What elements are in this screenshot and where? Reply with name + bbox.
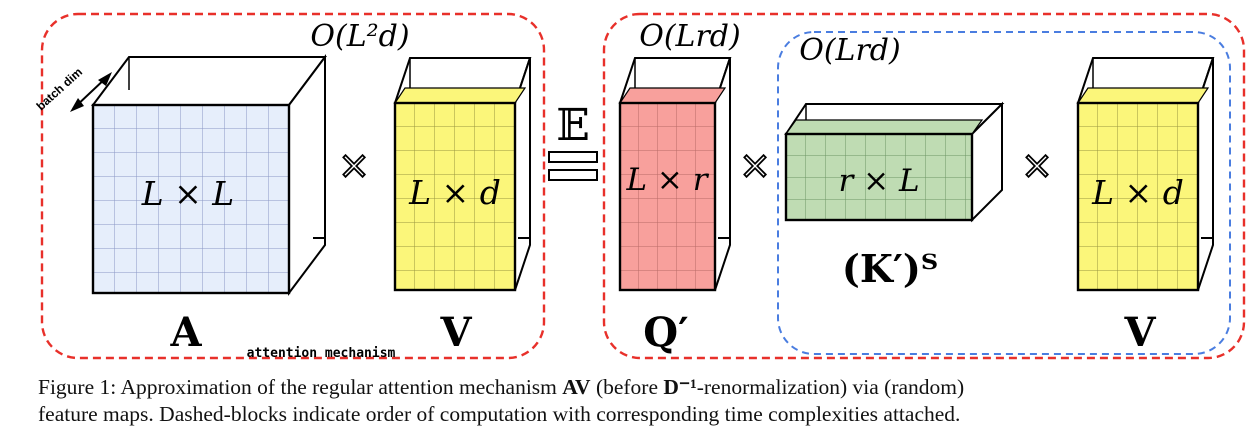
matrix-q-name: Q′ <box>643 309 688 356</box>
matrix-q-dims: L × r <box>625 162 709 198</box>
matrix-v2-name: V <box>1123 309 1156 356</box>
matrix-v-dims: L × d <box>408 173 501 212</box>
times-icon: × <box>338 143 370 187</box>
matrix-v-block <box>393 57 532 292</box>
matrix-v2-block <box>1076 57 1215 292</box>
matrix-q-block <box>618 57 732 292</box>
caption-text-3: -renormalization) via (random) <box>696 375 965 399</box>
caption-prefix: Figure 1: <box>38 375 117 399</box>
caption-text-2: (before <box>595 375 659 399</box>
caption-av: AV <box>562 375 591 399</box>
batch-dim-arrow <box>70 72 112 112</box>
figure-caption: Figure 1: Approximation of the regular a… <box>38 374 1248 428</box>
times-icon: × <box>739 143 771 187</box>
times-icon: × <box>1021 143 1053 187</box>
matrix-a-block <box>91 54 327 296</box>
caption-d-inv: D⁻¹ <box>663 375 697 399</box>
matrix-k-block <box>784 101 1005 223</box>
matrix-a-name: A <box>169 309 202 356</box>
matrix-a-dims: L × L <box>141 174 234 213</box>
complexity-left: O(L²d) <box>310 19 409 54</box>
expectation-symbol: 𝔼 <box>556 100 590 151</box>
attention-mechanism-label: attention mechanism <box>247 346 396 361</box>
caption-text-1: Approximation of the regular attention m… <box>120 375 557 399</box>
caption-line-2: feature maps. Dashed-blocks indicate ord… <box>38 402 961 426</box>
matrix-k-dims: r × L <box>838 163 919 199</box>
attention-diagram: batch dim L × L × L × d O(L²d) 𝔼 O(Lrd) <box>34 12 1246 361</box>
complexity-kv: O(Lrd) <box>799 33 900 68</box>
matrix-v-name: V <box>439 309 472 356</box>
left-dashed-block <box>40 12 546 360</box>
matrix-v2-dims: L × d <box>1091 173 1184 212</box>
matrix-k-name: (K′)ᵀ <box>842 246 938 291</box>
equals-icon <box>548 151 598 181</box>
right-dashed-block <box>602 12 1246 360</box>
complexity-q: O(Lrd) <box>639 19 740 54</box>
